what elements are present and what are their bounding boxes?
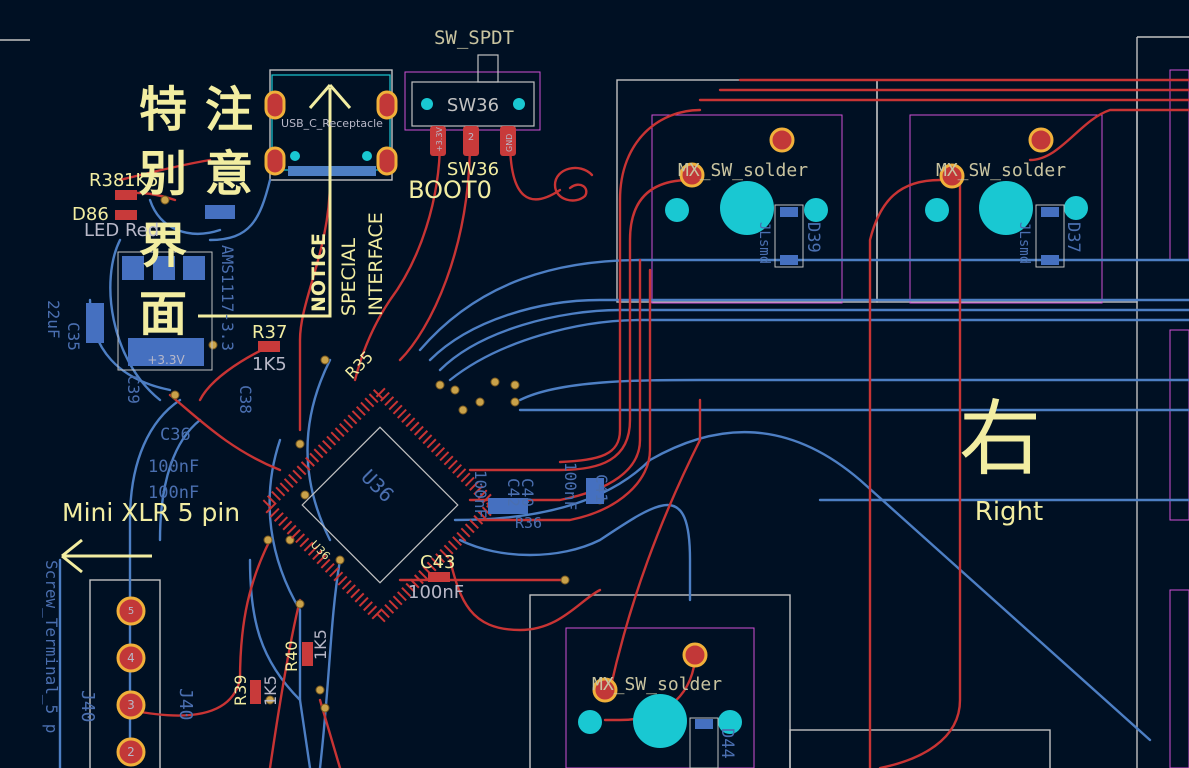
sw36-ref-lower: SW36 xyxy=(447,159,499,180)
d86-ref: D86 xyxy=(72,204,109,225)
d44-ref: D44 xyxy=(717,728,737,759)
terminal-pad-4-label: 4 xyxy=(127,651,135,665)
d39-ref: D39 xyxy=(803,222,823,253)
interface-text: INTERFACE xyxy=(365,212,387,316)
c40-value: 100nF xyxy=(471,470,490,518)
terminal-pad-5-label: 5 xyxy=(128,606,134,617)
regulator-value: AMS1117-3.3 xyxy=(218,245,237,351)
led-red-label: LED Red xyxy=(84,220,159,241)
component-labels: SW_SPDT SW36 SW36 BOOT0 USB_C_Receptacle… xyxy=(42,27,1083,759)
screw-terminal-label: Screw_Terminal_5 p xyxy=(42,560,61,733)
mcu-u36-footprint[interactable] xyxy=(258,383,502,627)
c35-ref: C35 xyxy=(64,322,83,351)
xlr-annotation: Mini XLR 5 pin xyxy=(61,498,240,574)
special-text: SPECIAL xyxy=(338,238,360,316)
sw-pin-2: 2 xyxy=(468,132,474,143)
c36-value-2: 100nF xyxy=(148,483,199,503)
mx3-label: MX_SW_solder xyxy=(592,674,722,695)
d37-ref: D37 xyxy=(1063,222,1083,253)
cn-char-bie: 别 xyxy=(139,146,187,202)
mx-switch-3 xyxy=(578,642,742,748)
cn-char-te: 特 xyxy=(139,82,187,138)
sw36-footprint[interactable] xyxy=(411,54,535,156)
c39-ref: C39 xyxy=(124,375,143,404)
terminal-pad-3-label: 3 xyxy=(127,698,135,712)
screw-terminal-pad-labels: 5 4 3 2 xyxy=(127,606,135,759)
screw-terminal-pads xyxy=(116,596,146,767)
right-annotation: 右 Right xyxy=(959,392,1043,527)
r37-ref: R37 xyxy=(252,322,287,343)
j40-ref-b: J40 xyxy=(77,690,98,723)
r37-value: 1K5 xyxy=(252,354,287,375)
c43-value: 100nF xyxy=(408,582,464,603)
cn-char-zhu: 注 xyxy=(205,82,253,138)
mx2-label: MX_SW_solder xyxy=(936,160,1066,181)
usb-c-footprint[interactable] xyxy=(264,74,398,176)
cn-char-mian: 面 xyxy=(139,286,187,342)
mx-switch-1 xyxy=(665,127,828,235)
c36-ref: C36 xyxy=(160,425,191,445)
sw-pin-gnd: GND xyxy=(505,134,514,152)
c22-value: 22uF xyxy=(44,300,63,339)
sw-pin-3v3: +3.3V xyxy=(435,127,444,152)
diode-d37-body xyxy=(1035,204,1065,268)
jlsmd-label: JLsmd xyxy=(756,222,772,264)
r39-ref: R39 xyxy=(231,675,250,706)
cn-char-yi: 意 xyxy=(205,146,253,202)
courtyards xyxy=(404,69,1189,768)
terminal-pad-2-label: 2 xyxy=(127,745,135,759)
boot0-label: BOOT0 xyxy=(408,176,492,204)
left-arrow-icon xyxy=(61,538,152,574)
c36-value: 100nF xyxy=(148,457,199,477)
right-en-label: Right xyxy=(975,497,1043,527)
r40-value: 1K5 xyxy=(311,629,330,660)
front-copper-traces xyxy=(118,78,1189,768)
right-cn-label: 右 xyxy=(959,392,1041,487)
vias xyxy=(160,195,605,713)
r35-ref: R35 xyxy=(341,347,377,383)
mx1-label: MX_SW_solder xyxy=(678,160,808,181)
usb-c-label: USB_C_Receptacle xyxy=(281,117,383,130)
jlsmd-label-b: JLsmd xyxy=(1016,222,1032,264)
c40-ref: C40 xyxy=(518,478,537,507)
sw-spdt-label: SW_SPDT xyxy=(434,27,514,49)
cn-char-jie: 界 xyxy=(139,218,187,274)
ldo-out-label: +3.3V xyxy=(147,353,185,367)
r36-ref: R36 xyxy=(515,514,542,532)
r38-value: 1K5 xyxy=(124,170,159,191)
regulator-footprint[interactable] xyxy=(117,251,213,371)
c41-value: 100nF xyxy=(561,462,580,510)
r39-value: 1K5 xyxy=(261,675,280,706)
xlr-label: Mini XLR 5 pin xyxy=(62,498,240,527)
r38-ref: R38 xyxy=(89,170,124,191)
diode-d39-body xyxy=(774,204,804,268)
c38-ref: C38 xyxy=(236,385,255,414)
notice-annotation: 特 别 界 面 注 意 NOTICE SPECIAL INTERFACE xyxy=(139,82,387,342)
c42-ref: C42 xyxy=(504,478,523,507)
mx-switch-2 xyxy=(925,127,1088,235)
sw36-ref: SW36 xyxy=(447,95,499,116)
passives xyxy=(86,190,604,704)
notice-text: NOTICE xyxy=(308,233,330,312)
u36-ref: U36 xyxy=(356,465,399,508)
diode-d44-body xyxy=(689,717,719,768)
c41-ref: C41 xyxy=(592,474,611,503)
c43-ref: C43 xyxy=(420,552,455,573)
j40-ref: J40 xyxy=(175,688,196,721)
r40-ref: R40 xyxy=(282,641,301,672)
